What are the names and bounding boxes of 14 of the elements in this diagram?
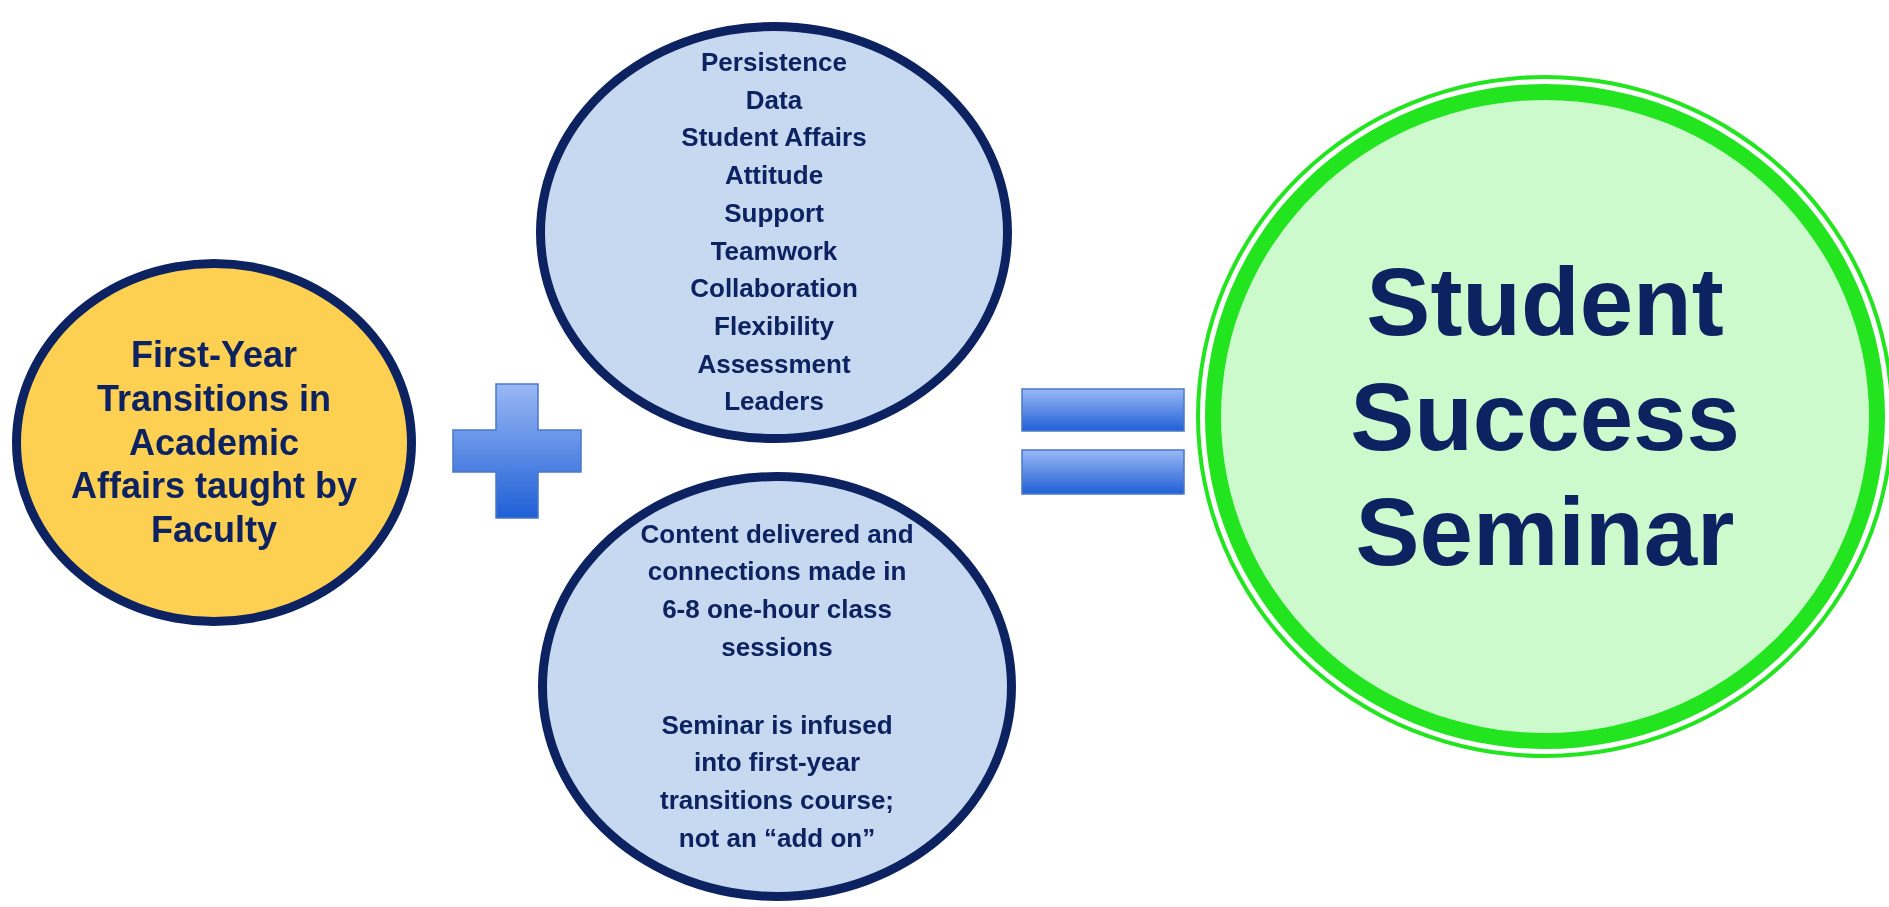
node-text: Collaboration xyxy=(690,272,858,306)
node-text: Flexibility xyxy=(714,309,834,343)
node-text: Teamwork xyxy=(710,234,838,268)
node-text: Student Affairs xyxy=(681,121,867,155)
node-text: Data xyxy=(745,83,803,117)
node-text: Content delivered and connections made in 6-8 one-hour class sessions xyxy=(639,517,915,664)
node-text: First-Year Transitions in Academic Affairs taught by Faculty xyxy=(71,332,357,553)
node-text: Support xyxy=(724,196,824,230)
node-text: Persistence xyxy=(701,46,847,80)
node-text: Attitude xyxy=(724,159,824,193)
node-text: Assessment xyxy=(697,347,851,381)
node-text: Leaders xyxy=(724,385,824,419)
node-text: Student Success Seminar xyxy=(1349,246,1741,588)
node-text: Seminar is infused into first-year transitions course; not an “add on” xyxy=(658,708,896,855)
